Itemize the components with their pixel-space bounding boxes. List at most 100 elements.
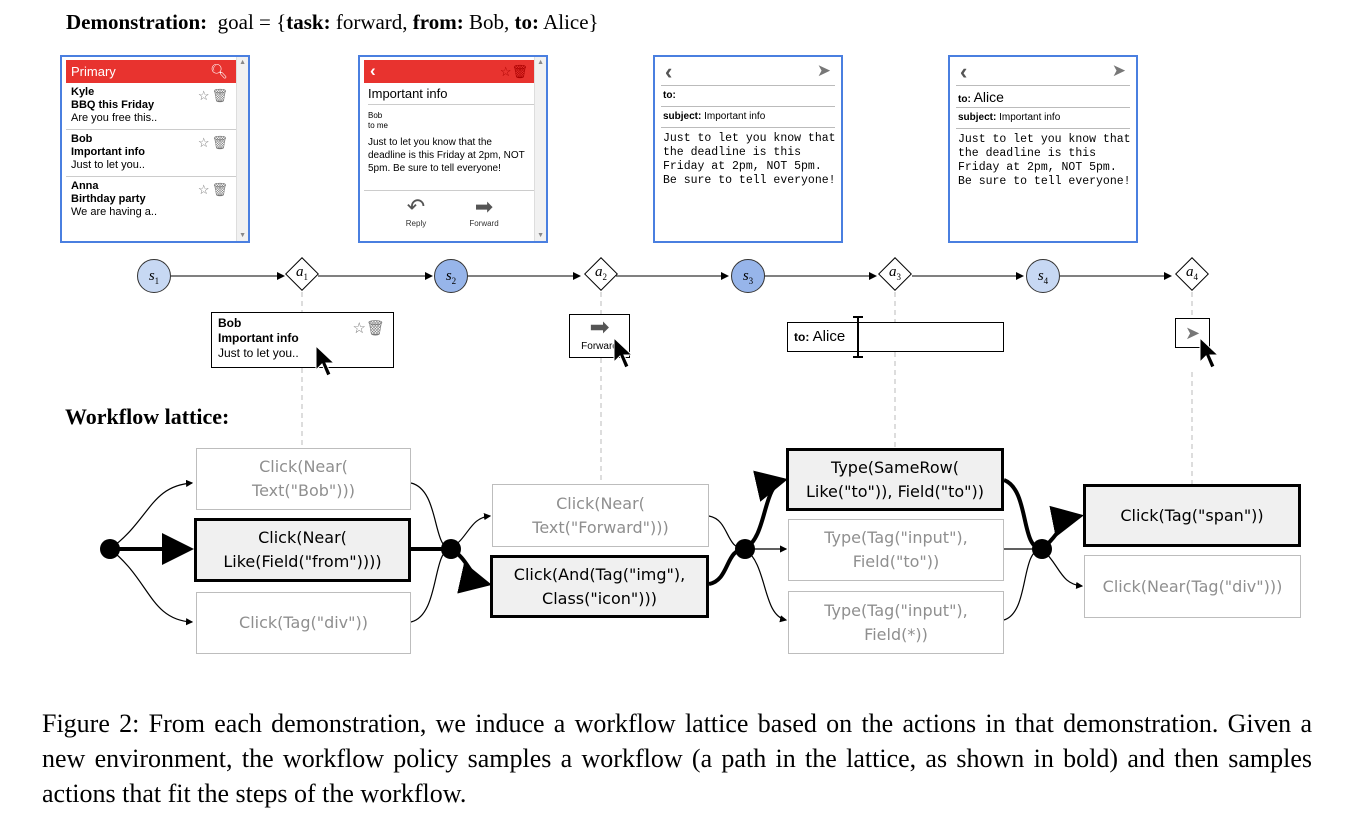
compose-toolbar: ‹ ➤: [956, 57, 1130, 86]
state-index: 2: [451, 276, 457, 286]
state-node: s1: [137, 259, 171, 293]
reply-button[interactable]: ↶ Reply: [386, 194, 446, 229]
lattice-edge: [410, 548, 452, 623]
workflow-step-selected: Click(And(Tag("img"), Class("icon"))): [490, 555, 709, 618]
compose-body[interactable]: Just to let you know that the deadline i…: [663, 132, 836, 187]
action-symbol: a: [296, 264, 304, 280]
star-trash-icon[interactable]: ☆🗑︎: [197, 182, 230, 197]
star-trash-icon[interactable]: ☆🗑︎: [499, 64, 528, 79]
scrollbar[interactable]: ▲ ▼: [236, 57, 248, 241]
email-item[interactable]: Kyle BBQ this Friday Are you free this..…: [66, 83, 236, 130]
forward-icon: ➡︎: [474, 194, 494, 219]
subject-field[interactable]: subject: Important info: [956, 108, 1130, 129]
message-meta: Bob to me: [368, 111, 546, 131]
star-trash-icon[interactable]: ☆🗑︎: [197, 135, 230, 150]
lattice-edge: [410, 482, 452, 550]
action-detail-to-field: to: Alice: [787, 316, 1004, 358]
to-field[interactable]: to:: [661, 86, 835, 107]
state-symbol: s: [445, 268, 452, 284]
reply-icon: ↶: [406, 194, 426, 219]
action-detail-send: ➤: [1175, 318, 1210, 348]
subject-value: Important info: [999, 112, 1061, 123]
message-from: Bob: [368, 111, 383, 120]
email-subject: Important info: [218, 331, 299, 345]
send-icon[interactable]: ➤: [816, 61, 831, 80]
workflow-step: Type(Tag("input"), Field("to")): [788, 519, 1004, 581]
mouse-cursor-icon: [613, 336, 634, 369]
lattice-edge: [109, 548, 194, 626]
subject-label: subject:: [663, 111, 702, 122]
inbox-screen: Primary 🔍︎ Kyle BBQ this Friday Are you …: [60, 55, 250, 243]
to-value: Alice: [812, 328, 846, 345]
demonstration-header: Demonstration: goal = {task: forward, fr…: [66, 10, 599, 35]
star-trash-icon: ☆🗑︎: [352, 320, 386, 337]
subject-label: subject:: [958, 112, 997, 123]
inbox-title: Primary: [71, 64, 116, 79]
star-trash-icon[interactable]: ☆🗑︎: [197, 88, 230, 103]
message-toolbar: ‹ ☆🗑︎: [364, 60, 534, 83]
email-preview: Are you free this..: [71, 112, 158, 124]
email-preview: We are having a..: [71, 206, 158, 218]
reply-label: Reply: [405, 219, 427, 228]
text-cursor-icon: [853, 316, 863, 358]
lattice-edge-bold: [708, 547, 746, 586]
workflow-step-selected: Click(Near( Like(Field("from")))): [194, 518, 411, 582]
scroll-up-icon[interactable]: ▲: [537, 59, 544, 66]
lattice-edge: [744, 548, 788, 623]
figure-connectors: [100, 272, 1193, 626]
forward-label: Forward: [581, 341, 618, 352]
compose-body[interactable]: Just to let you know that the deadline i…: [958, 133, 1131, 188]
subject-value: Important info: [704, 111, 766, 122]
lattice-edge: [109, 479, 194, 550]
workflow-step: Click(Near( Text("Bob"))): [196, 448, 411, 510]
action-index: 1: [303, 272, 309, 282]
action-index: 2: [602, 272, 608, 282]
back-icon[interactable]: ‹: [960, 59, 968, 84]
email-item[interactable]: Bob Important info Just to let you.. ☆🗑︎: [66, 130, 236, 177]
state-symbol: s: [1037, 268, 1044, 284]
action-symbol: a: [889, 264, 897, 280]
search-icon[interactable]: 🔍︎: [210, 63, 228, 79]
workflow-step: Click(Tag("div")): [196, 592, 411, 654]
back-icon[interactable]: ‹: [665, 59, 673, 84]
lattice-edge-bold: [1040, 505, 1084, 551]
lattice-edge: [450, 513, 492, 550]
forward-label: Forward: [469, 219, 499, 228]
from-key: from:: [412, 10, 464, 34]
task-key: task:: [286, 10, 331, 34]
scroll-up-icon[interactable]: ▲: [239, 59, 246, 66]
lattice-edge: [1003, 548, 1043, 621]
scrollbar[interactable]: ▲ ▼: [534, 57, 546, 241]
from-value: Bob,: [468, 10, 510, 34]
demo-prefix: Demonstration:: [66, 10, 208, 34]
workflow-step: Type(Tag("input"), Field(*)): [788, 591, 1004, 654]
compose-screen-empty: ‹ ➤ to: subject: Important info Just to …: [653, 55, 843, 243]
state-symbol: s: [742, 268, 749, 284]
to-key: to:: [514, 10, 539, 34]
action-index: 3: [896, 272, 902, 282]
forward-button[interactable]: ➡︎ Forward: [454, 194, 514, 229]
lattice-edge: [1041, 548, 1084, 590]
email-sender: Anna: [71, 180, 99, 192]
to-label: to:: [958, 94, 971, 105]
email-subject: Important info: [71, 146, 145, 158]
to-field[interactable]: to: Alice: [956, 86, 1130, 108]
mouse-cursor-icon: [1199, 336, 1220, 369]
workflow-step-selected: Click(Tag("span")): [1083, 484, 1301, 547]
state-index: 3: [748, 276, 754, 286]
email-preview: Just to let you..: [71, 159, 145, 171]
workflow-step-selected: Type(SameRow( Like("to")), Field("to")): [786, 448, 1004, 511]
scroll-down-icon[interactable]: ▼: [537, 232, 544, 239]
forward-icon: ➡︎: [589, 314, 610, 341]
to-label: to:: [794, 330, 810, 344]
action-label: a3: [878, 264, 912, 282]
scroll-down-icon[interactable]: ▼: [239, 232, 246, 239]
subject-field[interactable]: subject: Important info: [661, 107, 835, 128]
action-index: 4: [1193, 272, 1199, 282]
back-icon[interactable]: ‹: [370, 61, 376, 80]
email-item[interactable]: Anna Birthday party We are having a.. ☆🗑…: [66, 177, 236, 223]
send-icon[interactable]: ➤: [1111, 61, 1126, 80]
state-node: s4: [1026, 259, 1060, 293]
state-node: s2: [434, 259, 468, 293]
to-label: to:: [663, 90, 676, 101]
